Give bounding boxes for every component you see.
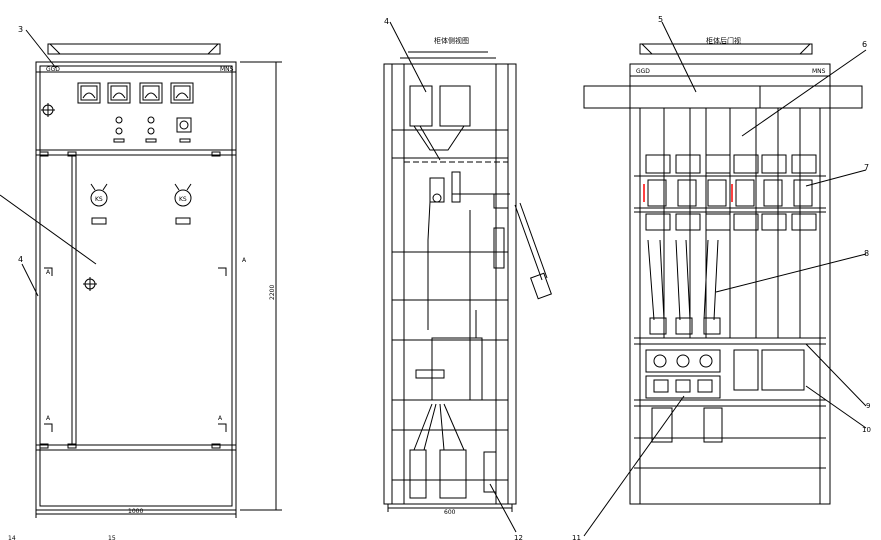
rear-callout-8: 8 — [864, 249, 869, 258]
front-top-rail — [47, 43, 221, 55]
meter-2 — [107, 82, 131, 104]
front-callout-15: 15 — [108, 535, 116, 540]
section-mark-a: A — [218, 415, 223, 422]
section-mark-a: A — [242, 257, 247, 264]
front-height-dimension: 2200 — [269, 285, 276, 300]
side-view-title: 柜体侧视图 — [434, 36, 469, 45]
rear-callout-5: 5 — [658, 15, 663, 24]
front-width-dimension: 1000 — [128, 508, 143, 515]
meter-4 — [170, 82, 194, 104]
door-switch-left — [90, 183, 108, 225]
main-busbar — [583, 85, 863, 109]
front-callout-14: 14 — [8, 535, 16, 540]
door-switch-right — [174, 183, 192, 225]
rear-brand-left: GGD — [636, 68, 650, 75]
section-mark-a: A — [46, 415, 51, 422]
front-cabinet-body — [35, 61, 237, 511]
front-callout-3: 3 — [18, 25, 23, 34]
rear-fuse-row — [647, 179, 813, 207]
rear-callout-6: 6 — [862, 40, 867, 49]
section-mark-a: A — [46, 269, 51, 276]
switch-badge: KS — [179, 196, 187, 203]
front-callout-4: 4 — [18, 255, 23, 264]
rear-view — [583, 21, 867, 537]
rear-breaker — [645, 349, 721, 373]
rear-callout-9: 9 — [866, 402, 870, 410]
crosshair-mark — [41, 103, 55, 117]
side-callout-4: 4 — [384, 17, 389, 26]
rear-callout-11: 11 — [572, 534, 581, 540]
rear-view-title: 柜体后门视 — [706, 36, 741, 45]
rear-brand-right: MNS — [812, 68, 826, 75]
side-depth-dimension: 600 — [444, 509, 456, 516]
front-brand-left: GGD — [46, 66, 60, 73]
meter-1 — [77, 82, 101, 104]
selector-switch — [176, 117, 192, 133]
rear-callout-7: 7 — [864, 163, 869, 172]
side-breaker — [431, 337, 483, 401]
rear-callout-10: 10 — [862, 426, 871, 434]
front-brand-right: MNS — [220, 66, 234, 73]
side-view — [383, 21, 552, 533]
rear-cabinet-body — [629, 63, 831, 505]
crosshair-mark — [83, 277, 97, 291]
front-view — [0, 29, 282, 518]
switch-badge: KS — [95, 196, 103, 203]
meter-3 — [139, 82, 163, 104]
indicator-lamp — [115, 116, 123, 124]
side-callout-12: 12 — [514, 534, 523, 540]
